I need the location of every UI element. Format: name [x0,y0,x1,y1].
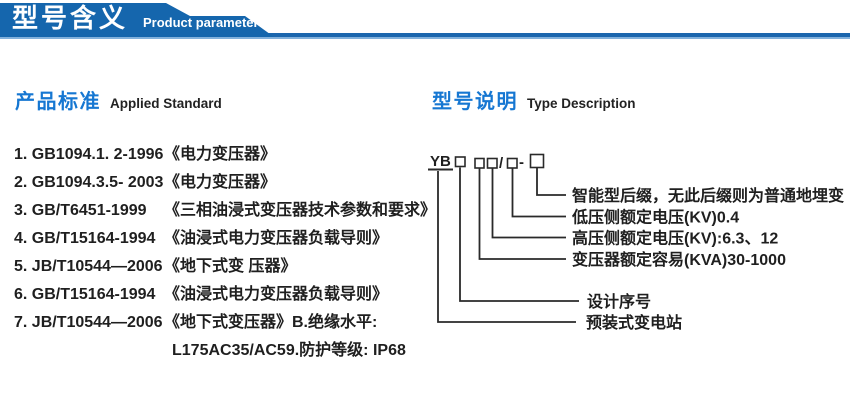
standards-section-title: 产品标准 Applied Standard [15,85,222,114]
model-prefix: YB [430,153,451,170]
standard-title: 《地下式变 压器》 [164,258,297,275]
connector-capacity [478,168,566,260]
standard-title: 《地下式变压器》B.绝缘水平: [164,314,378,331]
standards-title-en: Applied Standard [110,96,222,111]
model-code-box-capacity [474,157,485,169]
connector-lv [511,168,566,218]
type-section-title: 型号说明 Type Description [432,85,636,114]
standard-item: 4. GB/T15164-1994 《油浸式电力变压器负载导则》 [14,225,434,253]
page-title: 型号含义 [12,3,129,33]
standard-code: 6. GB/T15164-1994 [14,286,156,303]
standard-title: 《电力变压器》 [164,146,277,163]
model-slash: / [499,155,504,172]
standard-code: 7. JB/T10544—2006 [14,314,163,331]
standard-item: 3. GB/T6451-1999 《三相油浸式变压器技术参数和要求》 [14,197,437,225]
model-code-box-design [454,156,466,168]
connector-hv [491,168,566,239]
standard-code: 5. JB/T10544—2006 [14,258,163,275]
type-title-zh: 型号说明 [432,91,518,113]
model-code-box-suffix [529,153,545,169]
standard-title: 《油浸式电力变压器负载导则》 [164,230,389,247]
standard-title: 《油浸式电力变压器负载导则》 [164,286,389,303]
model-code-box-lv [506,157,518,169]
standard-item: 5. JB/T10544—2006 《地下式变 压器》 [14,253,434,281]
standard-item: 7. JB/T10544—2006 《地下式变压器》B.绝缘水平: [14,309,434,337]
standard-continuation: L175AC35/AC59.防护等级: IP68 [172,342,406,359]
label-capacity: 变压器额定容易(KVA)30-1000 [572,250,786,269]
type-title-en: Type Description [527,96,636,111]
standard-item: 1. GB1094.1. 2-1996 《电力变压器》 [14,141,434,169]
standard-code: 4. GB/T15164-1994 [14,230,156,247]
standard-title: 《三相油浸式变压器技术参数和要求》 [164,202,437,219]
standard-code: 1. GB1094.1. 2-1996 [14,146,164,163]
standard-code: 3. GB/T6451-1999 [14,202,147,219]
standard-code: 2. GB1094.3.5- 2003 [14,174,164,191]
label-hv: 高压侧额定电压(KV):6.3、12 [572,229,778,248]
label-station: 预装式变电站 [586,313,682,332]
standard-item: 6. GB/T15164-1994 《油浸式电力变压器负载导则》 [14,281,434,309]
page-header: 型号含义 Product parameters [0,0,850,40]
header-rule [0,33,850,39]
model-code-diagram: YB / - 智能型后缀，无此后缀则为普通地埋变 低压侧额定电压(KV)0.4 … [428,153,844,332]
page-subtitle: Product parameters [143,15,266,30]
standards-list: 1. GB1094.1. 2-1996 《电力变压器》 2. GB1094.3.… [14,141,437,365]
connector-station [437,171,576,323]
label-lv: 低压侧额定电压(KV)0.4 [571,208,739,227]
standard-title: 《电力变压器》 [164,174,277,191]
connector-suffix [536,168,566,196]
label-suffix: 智能型后缀，无此后缀则为普通地埋变 [572,186,844,205]
model-dash: - [519,154,524,171]
standard-item: 2. GB1094.3.5- 2003 《电力变压器》 [14,169,434,197]
model-code-box-hv [486,157,498,169]
connector-design [459,167,579,302]
standards-title-zh: 产品标准 [15,91,101,113]
label-design: 设计序号 [587,292,651,311]
